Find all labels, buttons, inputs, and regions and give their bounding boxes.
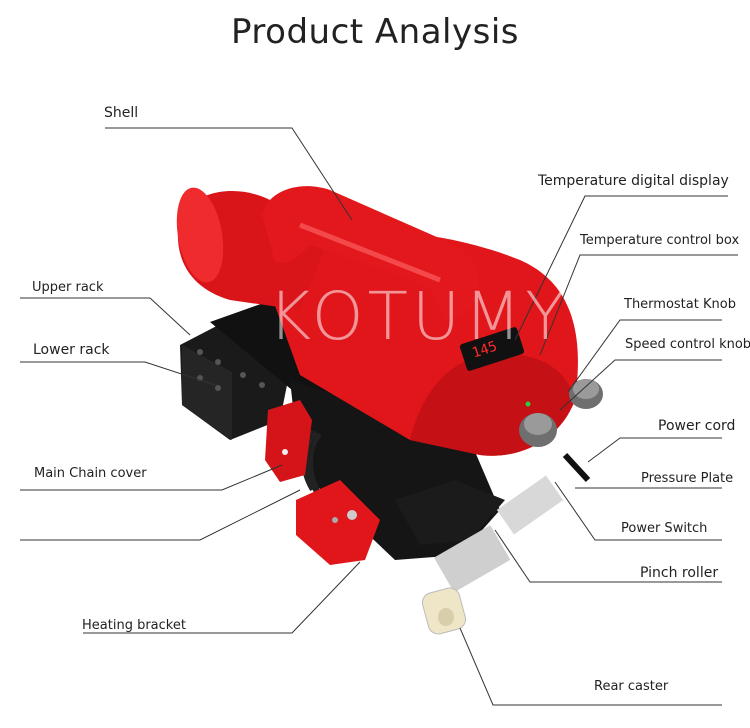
power-cord-shape <box>562 452 591 483</box>
label-speed-control-knob: Speed control knob <box>625 337 750 352</box>
label-thermostat-knob: Thermostat Knob <box>624 297 736 312</box>
watermark: KOTUMY <box>268 278 570 355</box>
label-temperature-digital-display: Temperature digital display <box>538 173 729 189</box>
shell-shape <box>176 186 479 322</box>
label-lower-rack: Lower rack <box>33 342 110 358</box>
label-temperature-control-box: Temperature control box <box>580 233 740 248</box>
thermostat-knob-shape <box>569 379 603 409</box>
speed-knob-shape <box>519 413 557 447</box>
label-shell: Shell <box>104 105 139 121</box>
label-pinch-roller: Pinch roller <box>640 565 719 581</box>
label-heating-bracket: Heating bracket <box>82 618 186 633</box>
temperature-display-shape <box>459 327 525 371</box>
label-rear-caster: Rear caster <box>594 679 669 694</box>
roller-assembly-shape <box>395 480 505 545</box>
page-title: Product Analysis <box>231 12 519 52</box>
heating-bracket-shape <box>296 480 380 565</box>
label-pressure-plate: Pressure Plate <box>641 471 734 486</box>
leader-lines <box>20 127 738 706</box>
label-main-chain-cover: Main Chain cover <box>34 466 147 481</box>
rear-caster-shape <box>421 587 467 635</box>
main-chain-cover-shape <box>265 400 312 482</box>
label-power-cord: Power cord <box>658 418 736 434</box>
label-power-switch: Power Switch <box>621 521 708 536</box>
label-upper-rack: Upper rack <box>32 280 104 295</box>
